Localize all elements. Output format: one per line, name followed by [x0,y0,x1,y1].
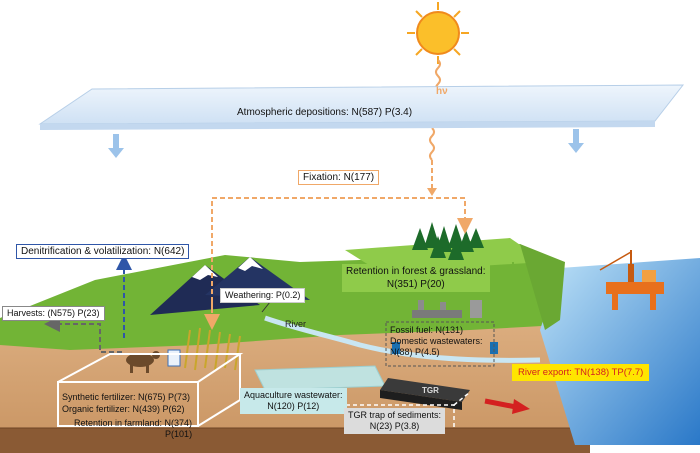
farmland-retention-label: Retention in farmland: N(374) P(101) [74,418,192,440]
aquaculture-pond [254,365,386,391]
dam-icon: TGR [380,378,470,410]
light-wave-lower-icon [429,127,435,161]
organic-fertilizer-label: Organic fertilizer: N(439) P(62) [62,404,185,414]
fixation-arrows [204,160,473,330]
farmland-inputs-label: Synthetic fertilizer: N(675) P(73) Organ… [62,392,190,415]
farmland-retention-line1: Retention in farmland: N(374) [74,418,193,428]
coastline [520,244,565,330]
pipe-icon [392,342,498,354]
weathering-arrow [261,301,271,313]
harvests-label: Harvests: (N575) P(23) [2,306,105,321]
atmosphere-slab [38,84,685,130]
forest-retention-line2: N(351) P(20) [386,279,445,290]
fossil-line3: N(88) P(4.5) [390,347,440,357]
tgr-sediment-label: TGR trap of sediments: N(23) P(3.8) [344,408,446,434]
sun-light-label: hν [436,86,448,97]
forest-icon [412,222,484,260]
tgr-dashed-box [346,391,471,428]
fixation-label: Fixation: N(177) [298,170,380,185]
denitrification-label: Denitrification & volatilization: N(642) [16,244,190,259]
tgr-line1: TGR trap of sediments: [348,410,442,420]
fixation-down-arrow-icon [427,188,437,196]
crop-field-icon [184,327,241,371]
factory-icon [412,300,482,318]
aquaculture-label: Aquaculture wastewater: N(120) P(12) [240,388,347,414]
sun-icon [407,2,469,64]
fossil-dashed-box [385,321,495,367]
forest-retention-label: Retention in forest & grassland: N(351) … [342,264,490,292]
tgr-line2: N(23) P(3.8) [369,421,420,431]
farmland-retention-line2: P(101) [165,429,193,439]
deposition-arrow-icon [108,129,584,158]
river-label: River [285,319,307,329]
fossil-domestic-label: Fossil fuel: N(131) Domestic wastewaters… [390,325,483,358]
oil-platform-icon [599,250,664,310]
forest-retention-line1: Retention in forest & grassland: [346,266,486,277]
atmospheric-deposition-label: Atmospheric depositions: N(587) P(3.4) [237,107,413,118]
export-arrow-icon [484,398,530,414]
dam-label: TGR [422,386,439,395]
weathering-label: Weathering: P(0.2) [220,288,306,303]
harvest-arrow [44,316,122,353]
river-export-label: River export: TN(138) TP(7.7) [512,364,650,381]
aquaculture-line2: N(120) P(12) [267,401,320,411]
aquaculture-line1: Aquaculture wastewater: [244,390,343,400]
fossil-line2: Domestic wastewaters: [390,336,483,346]
fertilizer-bag-icon [167,349,181,367]
fossil-line1: Fossil fuel: N(131) [390,325,464,335]
synthetic-fertilizer-label: Synthetic fertilizer: N(675) P(73) [62,392,191,402]
sea [540,258,700,445]
river [264,315,541,363]
